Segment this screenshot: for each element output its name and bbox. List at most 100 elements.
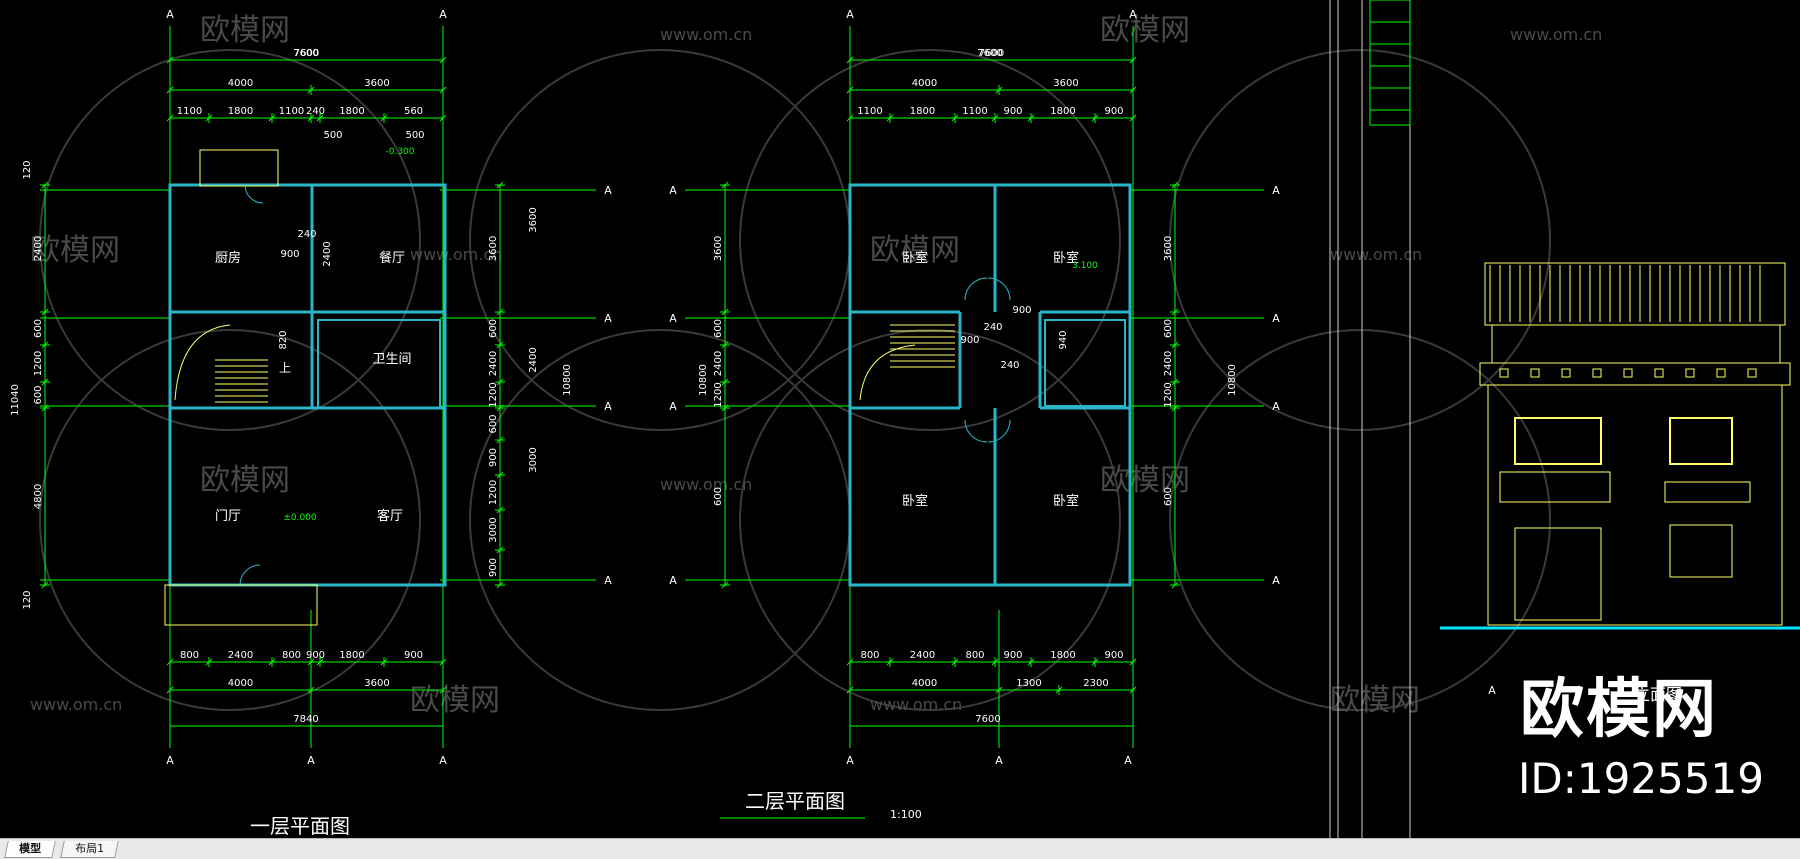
dim-p1-top-detail-value: 1800 [228,106,253,117]
room-label-bedroom-3: 卧室 [902,493,928,509]
elevation-window-upper-left [1514,417,1602,465]
dim-p2-right-total: 10800 [1227,364,1238,396]
frieze-block [1561,368,1571,378]
axis-bubble-label: A [166,8,174,21]
dim-p1-right-slash [496,181,504,189]
dim-p1-right-3000: 3000 [528,447,539,472]
dim-p2-bottom-detail-slash [951,658,959,666]
dim-p1-right-2400: 2400 [528,347,539,372]
dim-p2-left-slash [721,181,729,189]
axis-bubble-label: A [1272,184,1280,197]
axis-bubble-label: A [604,574,612,587]
layout-tab-bar: 模型 布局1 [0,838,1800,859]
dim-p1-bottom-detail-slash [307,658,315,666]
dim-p2-bottom-detail-value: 2400 [910,650,935,661]
dim-p1-top-detail-slash [307,114,315,122]
dim-p1-top-detail-slash [439,114,447,122]
dim-p1-right-value: 3000 [488,517,499,542]
axis-bubble-label: A [846,754,854,767]
dim-p2-left-value: 3600 [713,236,724,261]
dim-p1-bottom-sub-slash [307,686,315,694]
axis-bubble-label: A [1129,8,1137,21]
dim-p1-overall-bottom: 7840 [293,714,318,725]
dim-p1-top-detail-value: 1800 [339,106,364,117]
dim-p2-bottom-detail-slash [846,658,854,666]
dim-p1-left-value: 600 [33,385,44,404]
frieze-block [1592,368,1602,378]
dim-p1-overall-top-slash [166,56,174,64]
tab-model-label: 模型 [19,842,42,855]
axis-bubble-label: A [604,312,612,325]
dim-p1-right-value: 1200 [488,480,499,505]
dim-p2-top-sub-value: 3600 [1053,78,1078,89]
door-swing [244,184,264,204]
dim-p1-small-500b: 500 [405,130,424,141]
dim-p1-bottom-sub-value: 3600 [364,678,389,689]
dim-p1-top-sub-slash [439,86,447,94]
dim-p1-bottom-sub-slash [439,686,447,694]
frieze-block [1716,368,1726,378]
plan2-title: 二层平面图 [745,789,845,813]
dim-p1-right-slash [496,546,504,554]
stair-curve [859,344,916,401]
dim-p2-top-detail-value: 900 [1003,106,1022,117]
dim-p1-right-value: 3600 [488,236,499,261]
tab-model[interactable]: 模型 [4,841,56,858]
dim-p2-left-slash [721,581,729,589]
dim-p1-right-3600: 3600 [528,207,539,232]
dim-p1-bottom-detail-value: 1800 [339,650,364,661]
elevation-balcony-left [1499,471,1611,503]
dim-p1-right-value: 900 [488,448,499,467]
dim-p1-left-slash [41,341,49,349]
watermark-circle [39,49,421,431]
dim-p2-right-slash [1171,404,1179,412]
dim-p1-right-slash [496,341,504,349]
axis-bubble-label: A [995,754,1003,767]
elevation-attic [1491,324,1781,364]
dim-p1-right-value: 600 [488,319,499,338]
dim-p2-left-slash [721,378,729,386]
room-label-bedroom-4: 卧室 [1053,493,1079,509]
dim-p1-bottom-detail-value: 800 [282,650,301,661]
dim-p1-bottom-detail-slash [166,658,174,666]
porch-p1 [164,584,318,626]
dim-p2-top-detail-slash [991,114,999,122]
dim-p2-left-value: 600 [713,319,724,338]
dim-p1-top-detail-slash [268,114,276,122]
dim-p2-right-value: 600 [1163,319,1174,338]
dim-p1-left-total: 11040 [10,384,21,416]
dim-p2-top-sub-slash [1129,86,1137,94]
axis-bubble-label: A [1272,312,1280,325]
dim-p2-bottom-sub-slash [1129,686,1137,694]
room-label-bedroom-1: 卧室 [902,250,928,266]
title-block-strip [1369,0,1411,126]
dim-p1-left-slash [41,581,49,589]
watermark-text: www.om.cn [870,695,962,714]
tab-layout1[interactable]: 布局1 [60,841,119,858]
axis-bubble-label: A [1124,754,1132,767]
dim-p2-inner-940: 940 [1058,330,1069,349]
watermark-text: www.om.cn [1510,25,1602,44]
dim-p1-top-detail-value: 1100 [177,106,202,117]
level-mark-p1-top: -0.300 [385,147,414,157]
dim-p2-bottom-detail-slash [1129,658,1137,666]
dim-p1-bottom-detail-value: 2400 [228,650,253,661]
axis-bubble-label: A [166,754,174,767]
dim-p2-inner-240: 240 [983,322,1002,333]
watermark-text: 欧模网 [1100,13,1190,48]
dim-p1-right-slash [496,378,504,386]
dim-p2-bottom-detail-value: 900 [1003,650,1022,661]
dim-p2-top-detail-value: 1100 [857,106,882,117]
dim-p2-right-slash [1171,181,1179,189]
plan2-scale: 1:100 [890,808,922,821]
frieze-block [1685,368,1695,378]
dim-p2-left-total: 10800 [698,364,709,396]
wall-p2-bathroom [1044,319,1126,407]
dim-p1-right-total: 10800 [562,364,573,396]
dim-p2-inner-900b: 900 [1012,305,1031,316]
dim-p1-right-value: 1200 [488,382,499,407]
dim-p2-bottom-detail-slash [886,658,894,666]
wall-p1-bathroom [317,319,441,409]
dim-p2-top-detail-value: 1800 [910,106,935,117]
